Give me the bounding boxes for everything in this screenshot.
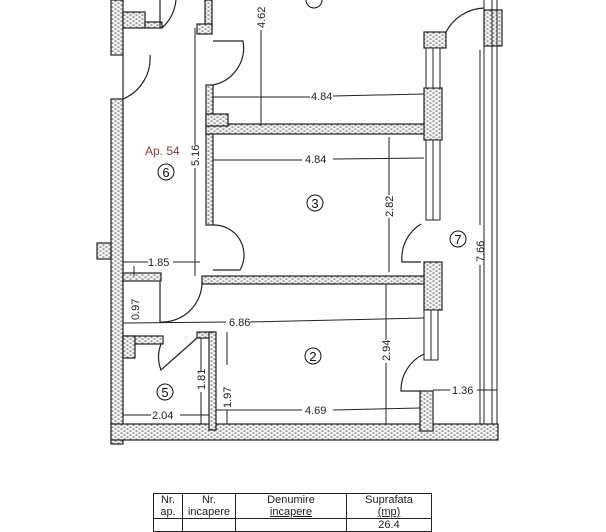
walls	[96, 0, 503, 445]
dim-1-85: 1.85	[148, 257, 169, 269]
table-row: 26.4	[153, 518, 432, 532]
header-nr-incapere: Nr. incapere	[182, 493, 236, 519]
dim-0-97: 0.97	[130, 299, 142, 320]
dimension-lines	[122, 28, 497, 424]
door-balcony-upper	[401, 223, 422, 263]
wall-left-main	[110, 98, 124, 445]
dim-1-97: 1.97	[222, 387, 234, 408]
room-marker-6: 6	[157, 163, 175, 181]
wall-right-mid-pier	[423, 87, 443, 141]
cell-denumire	[235, 518, 347, 532]
dim-1-36: 1.36	[452, 385, 473, 397]
dim-2-04: 2.04	[152, 410, 173, 422]
room-schedule-table: Nr. ap. Nr. incapere Denumire incapere S…	[153, 493, 432, 532]
dim-2-82: 2.82	[384, 196, 396, 217]
dim-1-81: 1.81	[196, 369, 208, 390]
cell-suprafata: 26.4	[346, 518, 432, 532]
room-marker-5: 5	[156, 383, 174, 401]
dim-4-62: 4.62	[256, 7, 268, 28]
wall-left-top-notch	[122, 11, 146, 29]
dim-6-86: 6.86	[229, 317, 250, 329]
doors	[122, 0, 485, 392]
wall-bottom	[110, 423, 499, 441]
wall-room3-top-corner	[205, 113, 229, 127]
wall-far-right-pier	[483, 9, 503, 47]
apartment-label: Ap. 54	[145, 144, 180, 158]
wall-hall-ledge	[122, 272, 162, 282]
room-number-7: 7	[454, 232, 461, 247]
room-number-5: 5	[161, 385, 168, 400]
wall-room5-right	[208, 331, 217, 431]
door-balcony-lower	[400, 353, 425, 392]
header-nr-ap: Nr. ap.	[153, 493, 183, 519]
wall-room5-notch	[122, 335, 136, 359]
table-header-row: Nr. ap. Nr. incapere Denumire incapere S…	[153, 493, 432, 519]
wall-room2-top	[201, 275, 433, 285]
wall-left-top-ledge	[144, 21, 163, 29]
room-marker-7: 7	[449, 230, 467, 248]
wall-mid-top-foot	[196, 23, 213, 35]
wall-right-top-pier	[423, 31, 447, 49]
room-number-6: 6	[162, 165, 169, 180]
dim-7-66: 7.66	[475, 241, 487, 262]
door-hall	[159, 280, 203, 323]
room-marker-3: 3	[306, 194, 324, 212]
windows	[423, 0, 498, 424]
room-number-2: 2	[309, 349, 316, 364]
dim-4-84-top: 4.84	[311, 91, 332, 103]
header-denumire-incapere: Denumire incapere	[235, 493, 347, 519]
door-far-right	[445, 7, 485, 33]
wall-room3-left	[205, 84, 214, 226]
header-suprafata: Suprafata (mp)	[346, 493, 432, 519]
room-marker-top-partial	[305, 0, 323, 9]
door-room5	[157, 337, 198, 372]
dim-4-84-mid: 4.84	[305, 154, 326, 166]
door-top-left	[159, 0, 177, 29]
wall-room3-top	[205, 123, 433, 135]
cell-nr-incapere	[182, 518, 236, 532]
dim-5-16: 5.16	[190, 145, 202, 166]
dim-4-69: 4.69	[305, 405, 326, 417]
door-room3	[212, 224, 245, 271]
door-room-top	[212, 40, 245, 86]
room-marker-2: 2	[304, 347, 322, 365]
wall-right-lower-pier	[423, 261, 443, 311]
wall-left-bump	[96, 242, 112, 260]
wall-left-top	[110, 0, 124, 56]
floor-plan: 4.62 4.84 5.16 4.84 2.82 7.66 1.85 0.97 …	[96, 0, 503, 445]
door-entrance	[122, 54, 151, 100]
dim-2-94: 2.94	[381, 340, 393, 361]
room-number-3: 3	[311, 196, 318, 211]
wall-right-bottom-pier	[419, 390, 434, 432]
cell-nr-ap	[153, 518, 183, 532]
